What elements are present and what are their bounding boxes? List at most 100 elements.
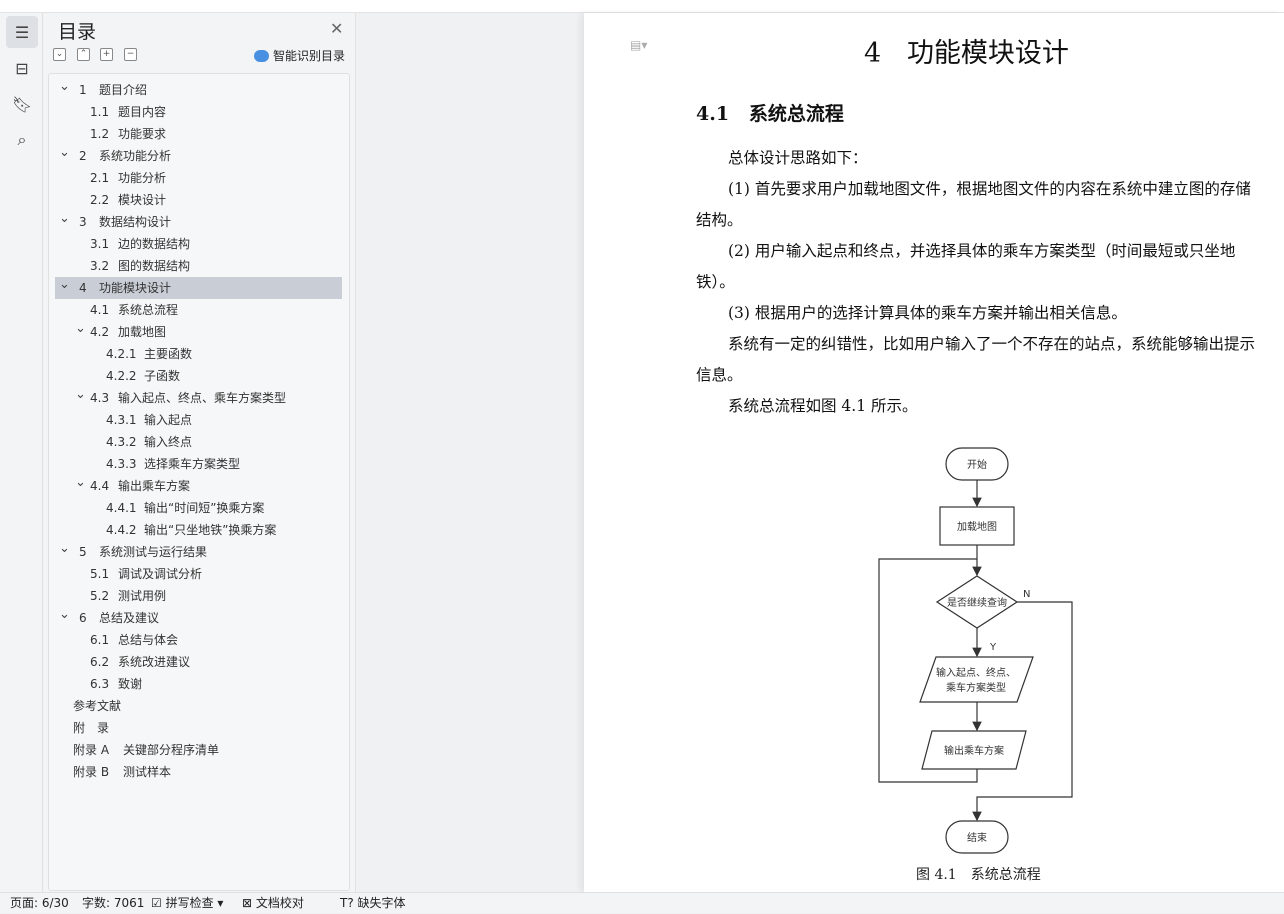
- chevron-down-icon[interactable]: ⌄: [59, 211, 70, 226]
- toc-item-number: 4.1: [90, 303, 110, 317]
- paragraph: 系统总流程如图 4.1 所示。: [728, 397, 918, 415]
- paragraph: (2) 用户输入起点和终点，并选择具体的乘车方案类型（时间最短或只坐地铁）。: [696, 242, 1236, 291]
- toc-item[interactable]: 附 录: [55, 717, 342, 739]
- toc-item-label: 加载地图: [118, 325, 167, 339]
- toc-item-label: 输入终点: [144, 435, 193, 449]
- toc-item-number: 4.3.1: [106, 413, 137, 427]
- chevron-down-icon[interactable]: ⌄: [75, 387, 86, 402]
- toc-item-number: 1: [79, 83, 87, 97]
- paragraph: 总体设计思路如下：: [728, 149, 868, 167]
- bookmark-icon[interactable]: 🔖︎: [11, 94, 33, 114]
- smart-toc-label: 智能识别目录: [272, 49, 345, 63]
- toc-item[interactable]: 4.1 系统总流程: [55, 299, 342, 321]
- spell-check-button[interactable]: ☑ 拼写检查 ▾: [151, 896, 224, 910]
- toc-item-label: 输出“时间短”换乘方案: [144, 501, 265, 515]
- word-count[interactable]: 字数: 7061: [82, 896, 145, 910]
- chevron-down-icon[interactable]: ⌄: [59, 607, 70, 622]
- toc-item-number: 3.2: [90, 259, 110, 273]
- paragraph: 系统有一定的纠错性，比如用户输入了一个不存在的站点，系统能够输出提示信息。: [696, 335, 1256, 384]
- proofread-button[interactable]: ⊠ 文档校对: [242, 896, 304, 910]
- paragraph: (3) 根据用户的选择计算具体的乘车方案并输出相关信息。: [728, 304, 1127, 322]
- smart-toc-button[interactable]: 智能识别目录: [253, 47, 345, 64]
- toc-title: 目录: [58, 21, 97, 43]
- top-toolbar-strip: [0, 0, 1284, 13]
- document-page: ▤▾ 4 功能模块设计 4.1 系统总流程 总体设计思路如下： (1) 首先要求…: [584, 13, 1284, 892]
- toc-item-label: 总结与体会: [118, 633, 179, 647]
- toc-item-number: 4.4.2: [106, 523, 137, 537]
- toc-item-label: 输入起点、终点、乘车方案类型: [118, 391, 287, 405]
- expand-up-button[interactable]: ⌃: [77, 48, 90, 61]
- page-indicator[interactable]: 页面: 6/30: [10, 896, 69, 910]
- remove-level-button[interactable]: −: [124, 48, 137, 61]
- toc-item-label: 致谢: [118, 677, 143, 691]
- search-icon[interactable]: ⌕: [17, 130, 27, 149]
- toc-item-label: 功能分析: [118, 171, 167, 185]
- missing-fonts-button[interactable]: T? 缺失字体: [340, 896, 406, 910]
- close-icon[interactable]: ✕: [330, 19, 344, 38]
- toc-icon[interactable]: ☰: [6, 16, 38, 48]
- toc-item[interactable]: 3.2 图的数据结构: [55, 255, 342, 277]
- flowchart: 开始 加载地图 是否继续查询 Y N 输入起点、终点、 乘车方案类型 输出乘车方…: [878, 447, 1073, 854]
- chevron-down-icon[interactable]: ⌄: [59, 541, 70, 556]
- toc-item-number: 1.1: [90, 105, 110, 119]
- flow-input-label: 乘车方案类型: [946, 681, 1006, 694]
- chevron-down-icon[interactable]: ⌄: [59, 145, 70, 160]
- toc-item-number: 6: [79, 611, 87, 625]
- status-bar: 页面: 6/30 字数: 7061 ☑ 拼写检查 ▾ ⊠ 文档校对 T? 缺失字…: [0, 892, 1284, 913]
- toc-item-number: 6.1: [90, 633, 110, 647]
- toc-item[interactable]: ⌄ 6 总结及建议: [55, 607, 342, 629]
- add-level-button[interactable]: +: [100, 48, 113, 61]
- toc-item-label: 系统功能分析: [99, 149, 172, 163]
- collapse-all-button[interactable]: ⌄: [53, 48, 66, 61]
- toc-item[interactable]: ⌄ 2 系统功能分析: [55, 145, 342, 167]
- toc-item-label: 参考文献: [73, 699, 122, 713]
- toc-item-number: 2: [79, 149, 87, 163]
- chevron-down-icon[interactable]: ⌄: [75, 475, 86, 490]
- chevron-down-icon[interactable]: ⌄: [59, 277, 70, 292]
- toc-item-label: 系统总流程: [118, 303, 179, 317]
- chevron-down-icon[interactable]: ⌄: [59, 79, 70, 94]
- toc-item-number: 4.2.1: [106, 347, 137, 361]
- toc-item[interactable]: 6.1 总结与体会: [55, 629, 342, 651]
- canvas-gutter: [356, 13, 584, 892]
- flow-load-label: 加载地图: [957, 520, 997, 533]
- toc-item-label: 输出乘车方案: [118, 479, 191, 493]
- page-options-icon[interactable]: ▤▾: [630, 38, 648, 52]
- toc-item-label: 系统测试与运行结果: [99, 545, 208, 559]
- flow-output-label: 输出乘车方案: [944, 744, 1004, 757]
- toc-item-label: 总结及建议: [99, 611, 160, 625]
- toc-item-label: 图的数据结构: [118, 259, 191, 273]
- toc-item[interactable]: 4.3.2 输入终点: [55, 431, 342, 453]
- toc-item-number: 5.1: [90, 567, 110, 581]
- navigation-icon[interactable]: ⊟: [15, 58, 29, 78]
- flow-input-label: 输入起点、终点、: [936, 666, 1016, 679]
- chevron-down-icon[interactable]: ⌄: [75, 321, 86, 336]
- toc-item[interactable]: 参考文献: [55, 695, 342, 717]
- toc-item-number: 4.3.2: [106, 435, 137, 449]
- toc-item-number: 6.2: [90, 655, 110, 669]
